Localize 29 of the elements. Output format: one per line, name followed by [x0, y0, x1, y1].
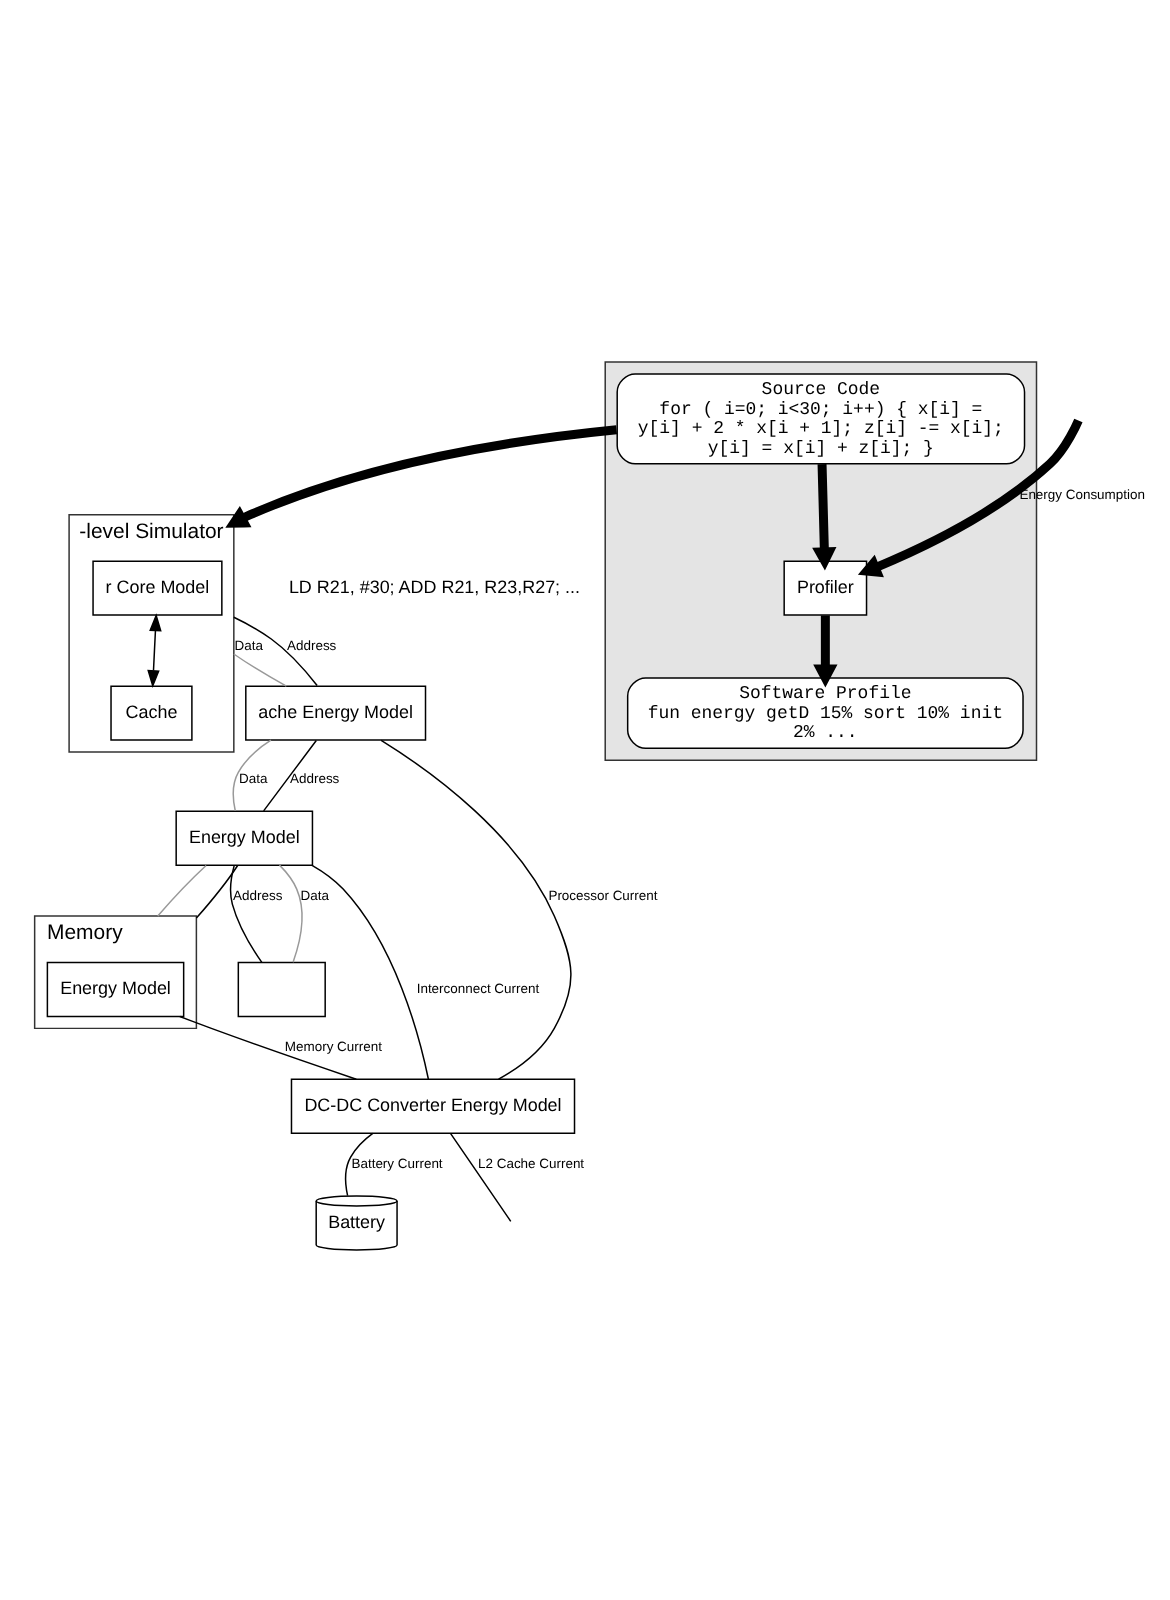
node-box: ache Energy Model — [245, 685, 427, 741]
arrow — [225, 425, 618, 528]
connector — [380, 739, 572, 1080]
connector — [311, 864, 430, 1080]
node-box: r Core Model — [92, 560, 223, 616]
label: LD R21, #30; ADD R21, R23,R27; ... — [288, 576, 581, 597]
connector — [344, 1132, 374, 1197]
node-box: Energy Model — [175, 810, 314, 866]
node-box: Profiler — [783, 560, 868, 616]
arrow — [147, 613, 162, 689]
node-box: Cache — [110, 685, 193, 741]
connector — [179, 1015, 358, 1080]
arrow — [812, 463, 837, 571]
connector — [195, 864, 239, 919]
connector — [278, 864, 303, 963]
connector — [233, 653, 288, 687]
arrow — [813, 615, 838, 688]
connector — [157, 864, 207, 917]
connector — [233, 616, 318, 687]
node-box: Software Profile fun energy getD 15% sort 10% init 2% ... — [626, 677, 1024, 750]
node-box: Energy Model — [46, 961, 185, 1018]
connector — [229, 864, 263, 964]
connector — [449, 1132, 512, 1223]
connector — [262, 739, 318, 812]
arrow — [857, 418, 1083, 578]
connector — [232, 739, 272, 812]
node-box: Source Code for ( i=0; i<30; i++) { x[i] = y[i] + 2 * x[i + 1]; z[i] -= x[i]; y[i] = x[i] + z[i]; } — [616, 373, 1026, 465]
node-box — [237, 961, 326, 1018]
node-box: DC-DC Converter Energy Model — [290, 1078, 576, 1134]
